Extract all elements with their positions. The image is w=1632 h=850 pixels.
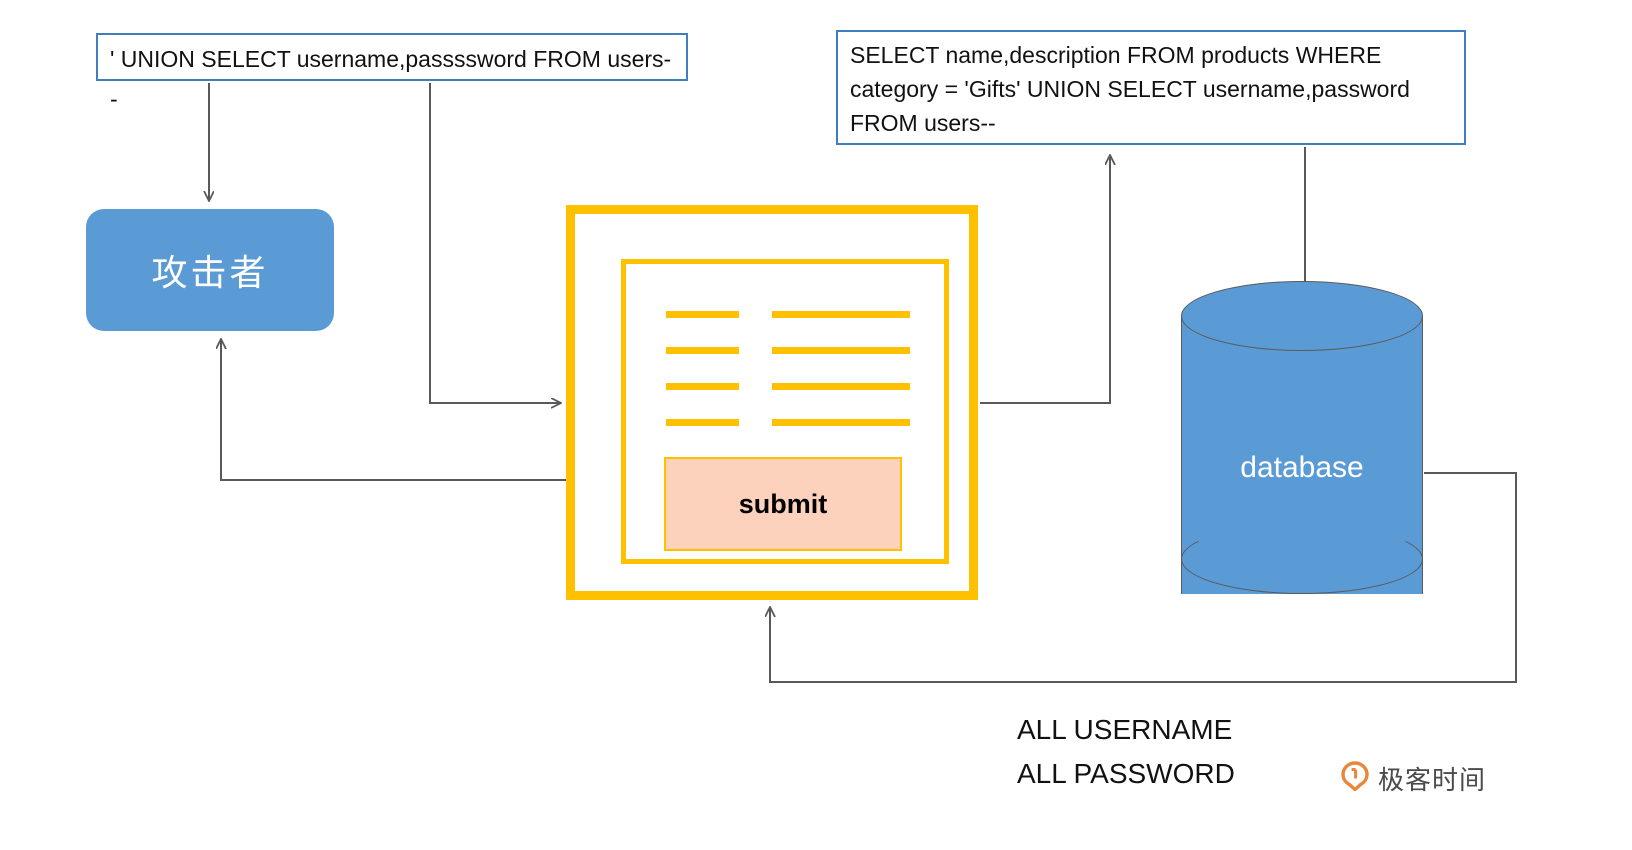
- watermark: 极客时间: [1340, 760, 1486, 797]
- submit-button-label: submit: [738, 488, 828, 519]
- form-field-lines: [666, 296, 916, 440]
- watermark-text: 极客时间: [1378, 765, 1487, 795]
- form-field-row: [666, 368, 916, 404]
- web-form-window: submit: [566, 205, 978, 600]
- field-line-short-icon: [666, 310, 739, 318]
- result-caption: ALL USERNAME ALL PASSWORD: [1017, 708, 1235, 796]
- web-form-panel: submit: [621, 259, 949, 564]
- result-caption-line-1: ALL USERNAME: [1017, 714, 1233, 745]
- database-cylinder-top: [1181, 281, 1423, 351]
- submit-button[interactable]: submit: [664, 457, 902, 551]
- edge-form-to-attacker: [221, 340, 566, 481]
- payload-callout: ' UNION SELECT username,passssword FROM …: [96, 33, 688, 112]
- query-callout: SELECT name,description FROM products WH…: [836, 30, 1466, 145]
- field-line-long-icon: [772, 418, 910, 426]
- form-field-row: [666, 332, 916, 368]
- field-line-short-icon: [666, 382, 739, 390]
- field-line-long-icon: [772, 346, 910, 354]
- field-line-short-icon: [666, 418, 739, 426]
- field-line-long-icon: [772, 310, 910, 318]
- edge-form-to-query-callout: [980, 156, 1110, 404]
- field-line-short-icon: [666, 346, 739, 354]
- database-cylinder-bottom: [1181, 524, 1423, 594]
- form-field-row: [666, 296, 916, 332]
- database-node: database: [1181, 281, 1423, 629]
- edge-payload-to-form: [429, 83, 560, 403]
- attacker-label: 攻击者: [151, 253, 269, 294]
- geektime-logo-icon: [1340, 761, 1370, 796]
- form-field-row: [666, 404, 916, 440]
- field-line-long-icon: [772, 382, 910, 390]
- attacker-node: 攻击者: [86, 209, 334, 331]
- database-label: database: [1240, 451, 1364, 484]
- result-caption-line-2: ALL PASSWORD: [1017, 758, 1235, 789]
